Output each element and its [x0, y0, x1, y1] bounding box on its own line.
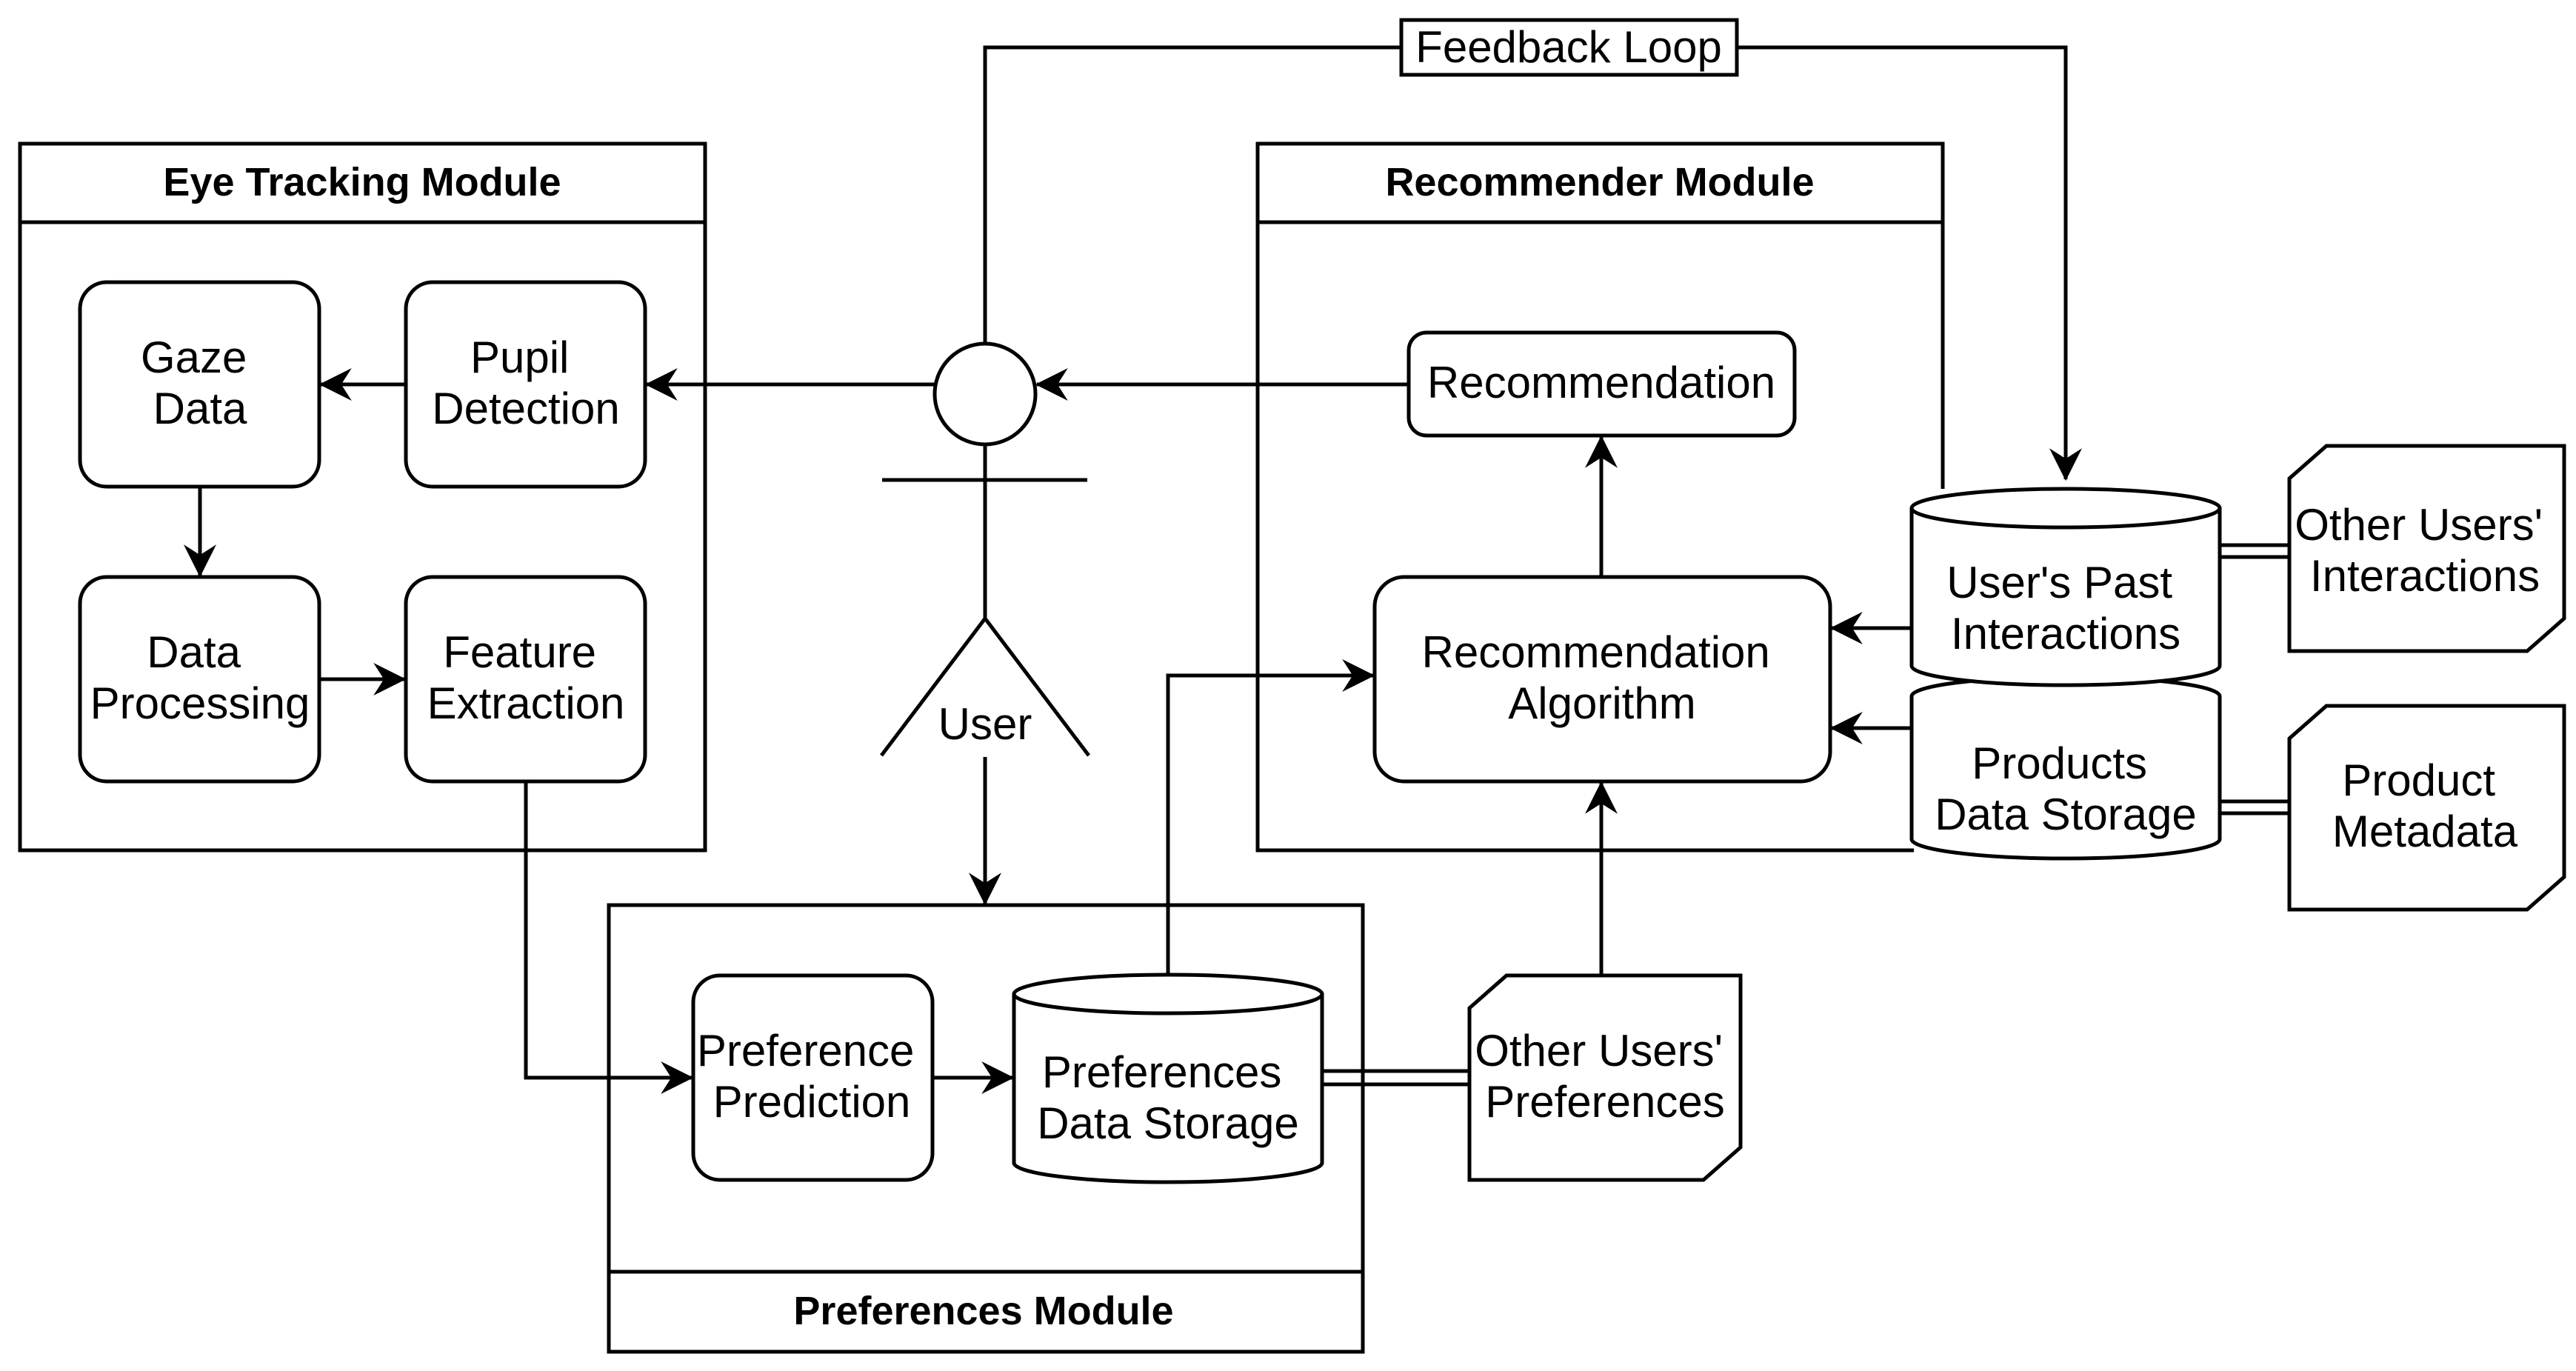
- recommendation-label: Recommendation: [1427, 358, 1775, 407]
- recommendation-node: Recommendation: [1407, 330, 1797, 438]
- preferences-data-storage-label: Preferences Data Storage: [1037, 1047, 1299, 1148]
- other-users-interactions-node: Other Users' Interactions: [2287, 444, 2566, 653]
- recommender-module-title: Recommender Module: [1385, 160, 1814, 204]
- pupil-detection-label: Pupil Detection: [432, 333, 619, 433]
- recommendation-algorithm-node: Recommendation Algorithm: [1372, 575, 1832, 784]
- eye-tracking-module-title: Eye Tracking Module: [163, 160, 561, 204]
- recommender-module: Recommender Module: [1255, 141, 1945, 853]
- pupil-detection-node: Pupil Detection: [404, 280, 647, 489]
- other-users-preferences-node: Other Users' Preferences: [1467, 973, 1743, 1182]
- other-users-preferences-label: Other Users' Preferences: [1475, 1026, 1735, 1127]
- feature-extraction-label: Feature Extraction: [427, 627, 625, 728]
- recommendation-algorithm-label: Recommendation Algorithm: [1422, 627, 1783, 728]
- connectors: [184, 368, 2289, 1094]
- feature-extraction-node: Feature Extraction: [404, 575, 647, 784]
- user-label: User: [938, 699, 1032, 749]
- preferences-module-title: Preferences Module: [793, 1289, 1173, 1333]
- product-metadata-node: Product Metadata: [2287, 704, 2566, 912]
- preference-prediction-node: Preference Prediction: [691, 973, 935, 1182]
- preference-prediction-label: Preference Prediction: [697, 1026, 927, 1127]
- edge-storage-to-algorithm: [1166, 659, 1375, 975]
- preferences-data-storage-node: Preferences Data Storage: [1012, 973, 1324, 1184]
- users-past-interactions-node: User's Past Interactions: [1909, 487, 2222, 687]
- products-data-storage-node: Products Data Storage: [1909, 675, 2222, 861]
- feedback-loop-label-box: [1399, 18, 1739, 77]
- product-metadata-label: Product Metadata: [2332, 755, 2518, 856]
- user-actor: User: [880, 341, 1090, 757]
- products-data-storage-label: Products Data Storage: [1935, 738, 2197, 839]
- data-processing-node: Data Processing: [78, 575, 321, 784]
- feedback-loop: Feedback Loop: [983, 18, 2082, 481]
- gaze-data-node: Gaze Data: [78, 280, 321, 489]
- other-users-interactions-label: Other Users' Interactions: [2295, 500, 2555, 601]
- feedback-loop-label: Feedback Loop: [1415, 22, 1722, 72]
- users-past-interactions-label: User's Past Interactions: [1946, 558, 2185, 658]
- data-processing-label: Data Processing: [90, 627, 310, 728]
- edge-feature-to-prediction: [524, 781, 694, 1094]
- user-head: [932, 341, 1038, 447]
- gaze-data-label: Gaze Data: [141, 333, 259, 433]
